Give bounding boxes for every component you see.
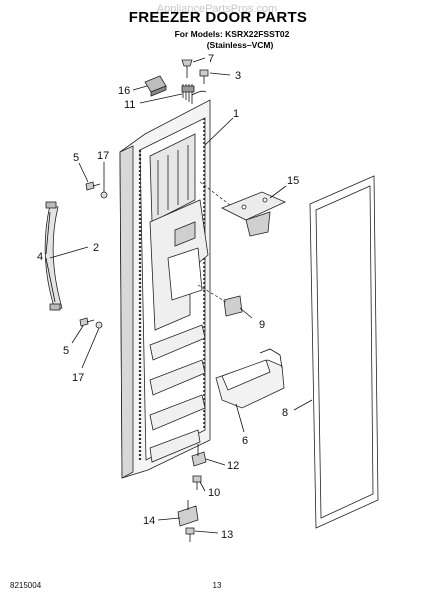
screw-part-13 [185, 527, 195, 542]
callout-8: 8 [282, 407, 288, 419]
callout-5-upper: 5 [73, 152, 79, 164]
callout-2: 2 [93, 242, 99, 254]
callout-7: 7 [208, 53, 214, 65]
wire-harness-part [181, 84, 207, 104]
page-number: 13 [213, 581, 222, 590]
door-gasket-part-8 [309, 175, 379, 529]
callout-17-lower: 17 [72, 372, 84, 384]
callout-13: 13 [221, 529, 233, 541]
callout-10: 10 [208, 487, 220, 499]
screw-part-7 [181, 59, 193, 78]
wire-connector-part [144, 75, 167, 97]
callout-6: 6 [242, 435, 248, 447]
screw-part-3 [199, 69, 209, 84]
model-line: For Models: KSRX22FSST02 [175, 29, 290, 39]
page-title: FREEZER DOOR PARTS [129, 9, 307, 26]
callout-12: 12 [227, 460, 239, 472]
callout-4: 4 [37, 251, 43, 263]
hinge-part-14 [177, 500, 199, 527]
document-number: 8215004 [10, 581, 42, 590]
callout-5-lower: 5 [63, 345, 69, 357]
callout-14: 14 [143, 515, 155, 527]
callout-17-upper: 17 [97, 150, 109, 162]
leader-lines [45, 57, 313, 534]
bracket-part-15 [221, 191, 286, 237]
freezer-door-assembly [119, 99, 211, 479]
callout-3: 3 [235, 70, 241, 82]
door-bin-part-6 [215, 348, 285, 409]
watermark: AppliancePartsPros.com [157, 3, 277, 15]
hinge-part-12 [191, 444, 207, 467]
pad-part-9 [223, 295, 243, 317]
door-handle-part [44, 201, 63, 311]
screw-cap-parts-lower [79, 317, 103, 329]
screw-cap-parts-upper [85, 181, 108, 199]
callout-16: 16 [118, 85, 130, 97]
callout-9: 9 [259, 319, 265, 331]
callout-1: 1 [233, 108, 239, 120]
variant-line: (Stainless–VCM) [207, 40, 274, 50]
callout-15: 15 [287, 175, 299, 187]
callout-11: 11 [124, 99, 135, 111]
screw-part-10 [192, 475, 202, 490]
